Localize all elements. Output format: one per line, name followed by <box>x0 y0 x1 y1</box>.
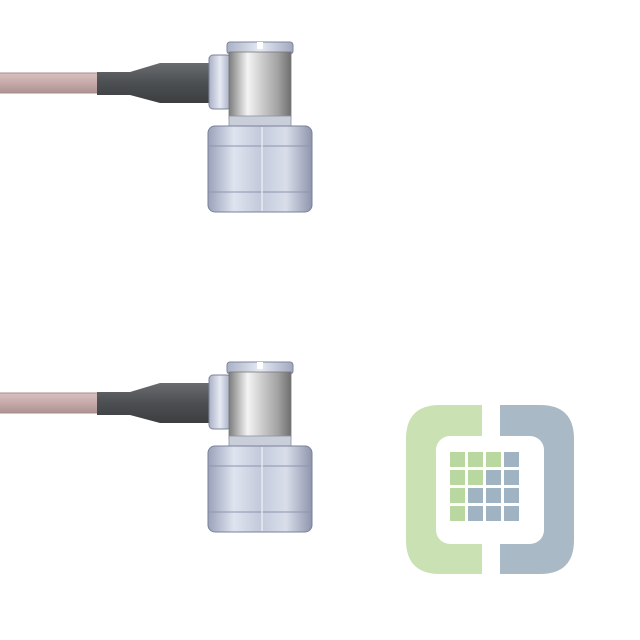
connector-assembly-bottom <box>0 361 313 533</box>
grid-logo-icon <box>406 405 574 574</box>
connector-assembly-top <box>0 41 313 213</box>
